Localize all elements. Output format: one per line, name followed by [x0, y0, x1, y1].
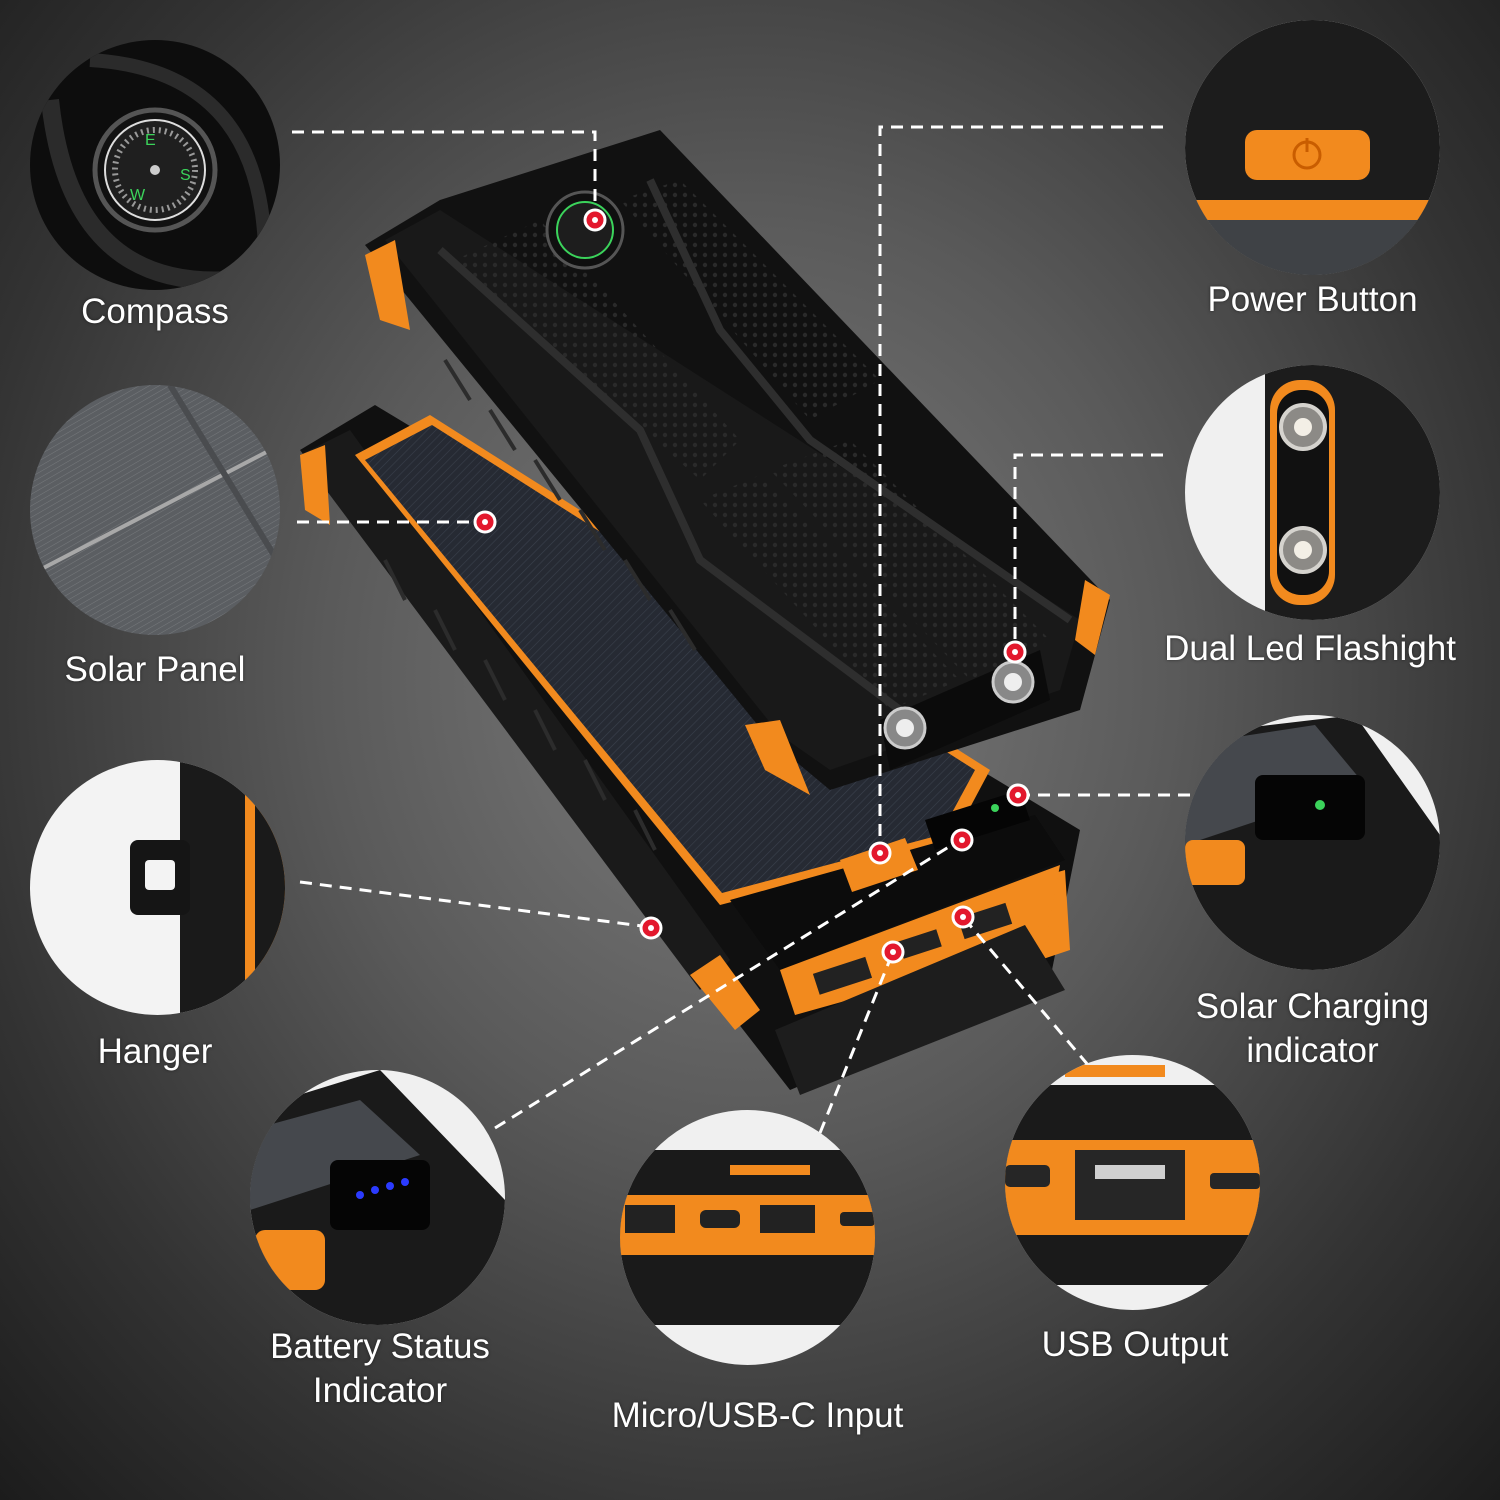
hanger-detail-circle — [30, 760, 285, 1015]
svg-text:S: S — [180, 167, 191, 184]
leader-lines — [292, 125, 1210, 1134]
compass-label: Compass — [81, 292, 229, 331]
dual-led-flashlight-label: Dual Led Flashight — [1164, 629, 1456, 668]
battery-status-label-line2: Indicator — [312, 1371, 448, 1410]
dual-led-flashlight-detail-circle — [1185, 365, 1440, 620]
hanger-label: Hanger — [97, 1032, 213, 1071]
battery-status-detail-circle — [250, 1070, 505, 1325]
svg-text:E: E — [145, 132, 156, 149]
device-top — [365, 130, 1110, 795]
usb-output-detail-circle — [1005, 1055, 1260, 1310]
solar-panel-detail-circle — [30, 385, 280, 635]
battery-status-label-line1: Battery Status — [270, 1327, 490, 1366]
svg-text:W: W — [130, 187, 146, 204]
compass-detail-circle: E S W — [30, 40, 280, 290]
battery-status-label: Battery Status Indicator — [250, 1325, 510, 1413]
device-bottom — [300, 405, 1080, 1095]
solar-charging-label-line1: Solar Charging — [1195, 987, 1430, 1026]
micro-usbc-input-label: Micro/USB-C Input — [611, 1396, 904, 1435]
callout-markers — [473, 208, 1030, 964]
power-button-detail-circle — [1185, 20, 1440, 275]
solar-charging-indicator-detail-circle — [1185, 715, 1440, 970]
solar-charging-label-line2: indicator — [1246, 1031, 1379, 1070]
solar-charging-indicator-label: Solar Charging indicator — [1180, 985, 1445, 1073]
usb-output-label: USB Output — [1041, 1325, 1229, 1364]
micro-usbc-input-detail-circle — [620, 1110, 875, 1365]
power-button-label: Power Button — [1207, 280, 1418, 319]
solar-panel-label: Solar Panel — [64, 650, 246, 689]
